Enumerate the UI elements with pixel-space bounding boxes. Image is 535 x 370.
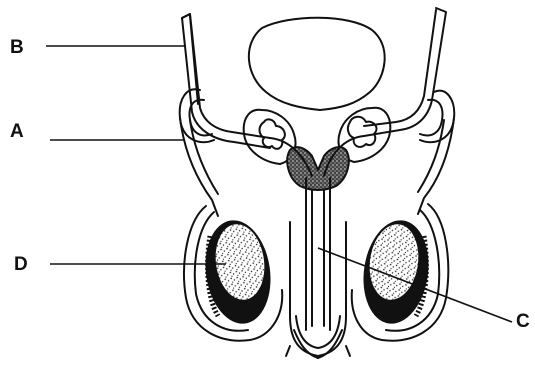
- penis: [290, 222, 346, 356]
- prostate: [287, 147, 349, 190]
- label-c: C: [516, 312, 530, 331]
- bladder: [249, 18, 385, 110]
- label-a: A: [10, 122, 24, 141]
- label-d: D: [14, 255, 28, 274]
- label-b: B: [10, 38, 24, 57]
- testis-left: [199, 216, 277, 328]
- testis-right: [357, 216, 435, 328]
